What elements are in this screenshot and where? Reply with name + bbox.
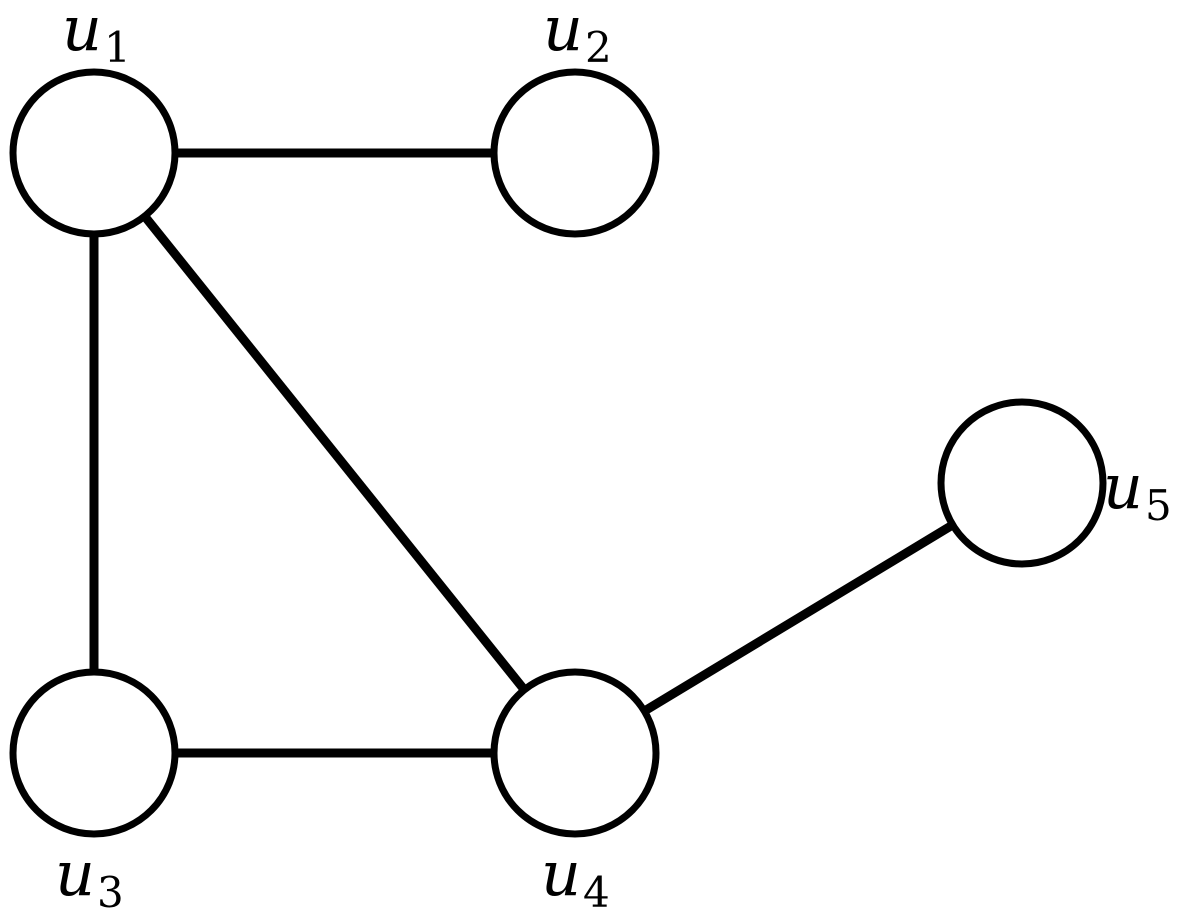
node-u2	[490, 68, 660, 238]
node-u4	[490, 668, 660, 838]
node-label-main-u1: u	[62, 0, 102, 65]
node-label-subscript-u3: 3	[97, 868, 124, 915]
node-u3	[9, 668, 179, 838]
nodes-layer	[9, 68, 1107, 838]
node-label-u5: u5	[1103, 450, 1172, 530]
edges-layer	[89, 148, 1025, 758]
node-label-u3: u3	[55, 837, 124, 915]
edge-u4-u5	[572, 479, 1025, 757]
node-label-u2: u2	[543, 0, 612, 72]
node-label-main-u4: u	[541, 837, 581, 910]
node-u1	[9, 68, 179, 238]
node-label-main-u3: u	[55, 837, 95, 910]
node-label-subscript-u4: 4	[583, 868, 610, 915]
edge-u1-u4	[90, 150, 579, 756]
node-label-main-u5: u	[1103, 450, 1143, 523]
node-label-u4: u4	[541, 837, 610, 915]
node-label-u1: u1	[62, 0, 131, 72]
node-label-subscript-u5: 5	[1145, 481, 1172, 530]
node-label-main-u2: u	[543, 0, 583, 65]
node-label-subscript-u2: 2	[585, 23, 612, 72]
node-label-subscript-u1: 1	[104, 23, 131, 72]
node-u5	[937, 398, 1107, 568]
